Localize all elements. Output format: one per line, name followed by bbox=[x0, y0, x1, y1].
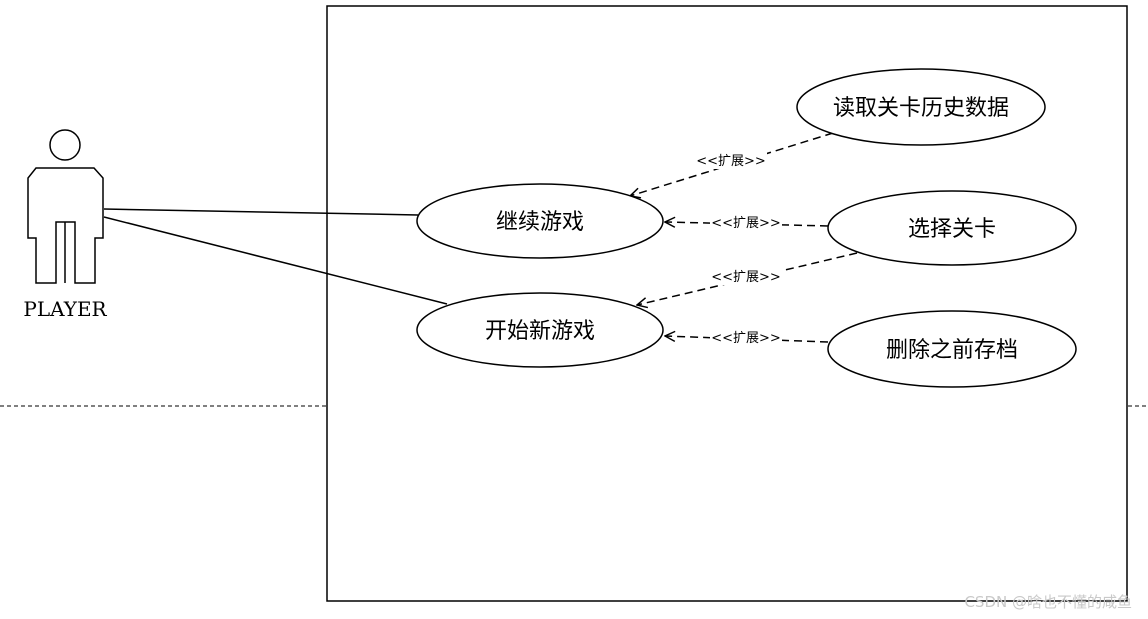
extend-label-read-history: <<扩展>> bbox=[696, 154, 766, 169]
extend-label-delete-save: <<扩展>> bbox=[711, 331, 781, 346]
actor-player[interactable]: PLAYER bbox=[23, 129, 108, 321]
use-case-new-game-shape bbox=[416, 292, 664, 368]
watermark: CSDN @啥也不懂的咸鱼 bbox=[964, 593, 1132, 611]
use-case-read-history[interactable]: 读取关卡历史数据 bbox=[796, 68, 1046, 146]
actor-body bbox=[27, 167, 104, 284]
association-new-game bbox=[103, 216, 448, 305]
use-case-continue-game-label: 继续游戏 bbox=[496, 210, 584, 235]
actor-label: PLAYER bbox=[23, 297, 107, 321]
use-case-new-game[interactable]: 开始新游戏 bbox=[416, 292, 664, 368]
association-continue-game bbox=[103, 208, 419, 216]
use-case-delete-save-shape bbox=[827, 310, 1077, 388]
use-case-delete-save[interactable]: 删除之前存档 bbox=[827, 310, 1077, 388]
system-boundary bbox=[326, 5, 1128, 602]
use-case-continue-game-shape bbox=[416, 183, 664, 259]
use-case-read-history-shape bbox=[796, 68, 1046, 146]
extend-label-select-to-continue: <<扩展>> bbox=[711, 216, 781, 231]
use-case-read-history-label: 读取关卡历史数据 bbox=[833, 96, 1009, 121]
use-case-delete-save-label: 删除之前存档 bbox=[886, 338, 1018, 363]
actor-head bbox=[49, 129, 81, 161]
use-case-new-game-label: 开始新游戏 bbox=[485, 319, 595, 344]
use-case-select-level[interactable]: 选择关卡 bbox=[827, 190, 1077, 266]
extend-arrow-select-to-new bbox=[637, 252, 858, 305]
use-case-select-level-shape bbox=[827, 190, 1077, 266]
use-case-select-level-label: 选择关卡 bbox=[908, 217, 996, 242]
use-case-continue-game[interactable]: 继续游戏 bbox=[416, 183, 664, 259]
extend-label-select-to-new: <<扩展>> bbox=[711, 270, 781, 285]
